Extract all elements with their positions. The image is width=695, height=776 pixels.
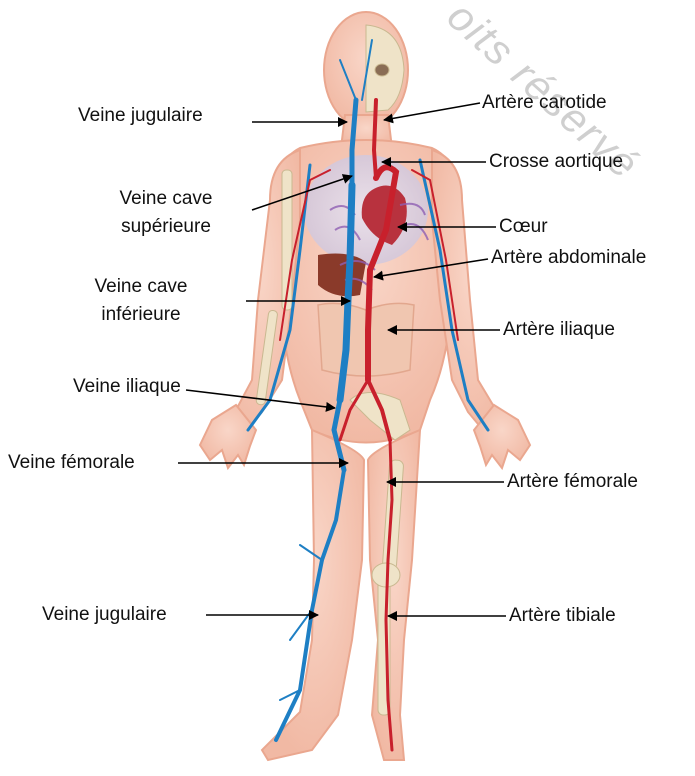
label-artere-carotide: Artère carotide [482,92,607,114]
label-veine-iliaque: Veine iliaque [73,376,181,398]
label-veine-cave-inf-line2: inférieure [66,304,216,326]
label-artere-tibiale: Artère tibiale [509,605,616,627]
eye-socket [375,64,389,76]
label-artere-iliaque: Artère iliaque [503,319,615,341]
liver [318,254,366,297]
label-veine-cave-inferieure: Veine cave inférieure [66,276,216,326]
label-artere-abdominale: Artère abdominale [491,247,646,269]
label-crosse-aortique: Crosse aortique [489,151,623,173]
label-veine-cave-sup-line2: supérieure [96,216,236,238]
label-veine-cave-superieure: Veine cave supérieure [96,188,236,238]
label-veine-jugulaire-top: Veine jugulaire [78,105,203,127]
label-coeur: Cœur [499,216,548,238]
label-artere-femorale: Artère fémorale [507,471,638,493]
label-veine-jugulaire-bottom: Veine jugulaire [42,604,167,626]
label-veine-cave-inf-line1: Veine cave [66,276,216,298]
label-veine-cave-sup-line1: Veine cave [96,188,236,210]
carotid-artery-line [374,100,376,178]
label-veine-femorale: Veine fémorale [8,452,135,474]
